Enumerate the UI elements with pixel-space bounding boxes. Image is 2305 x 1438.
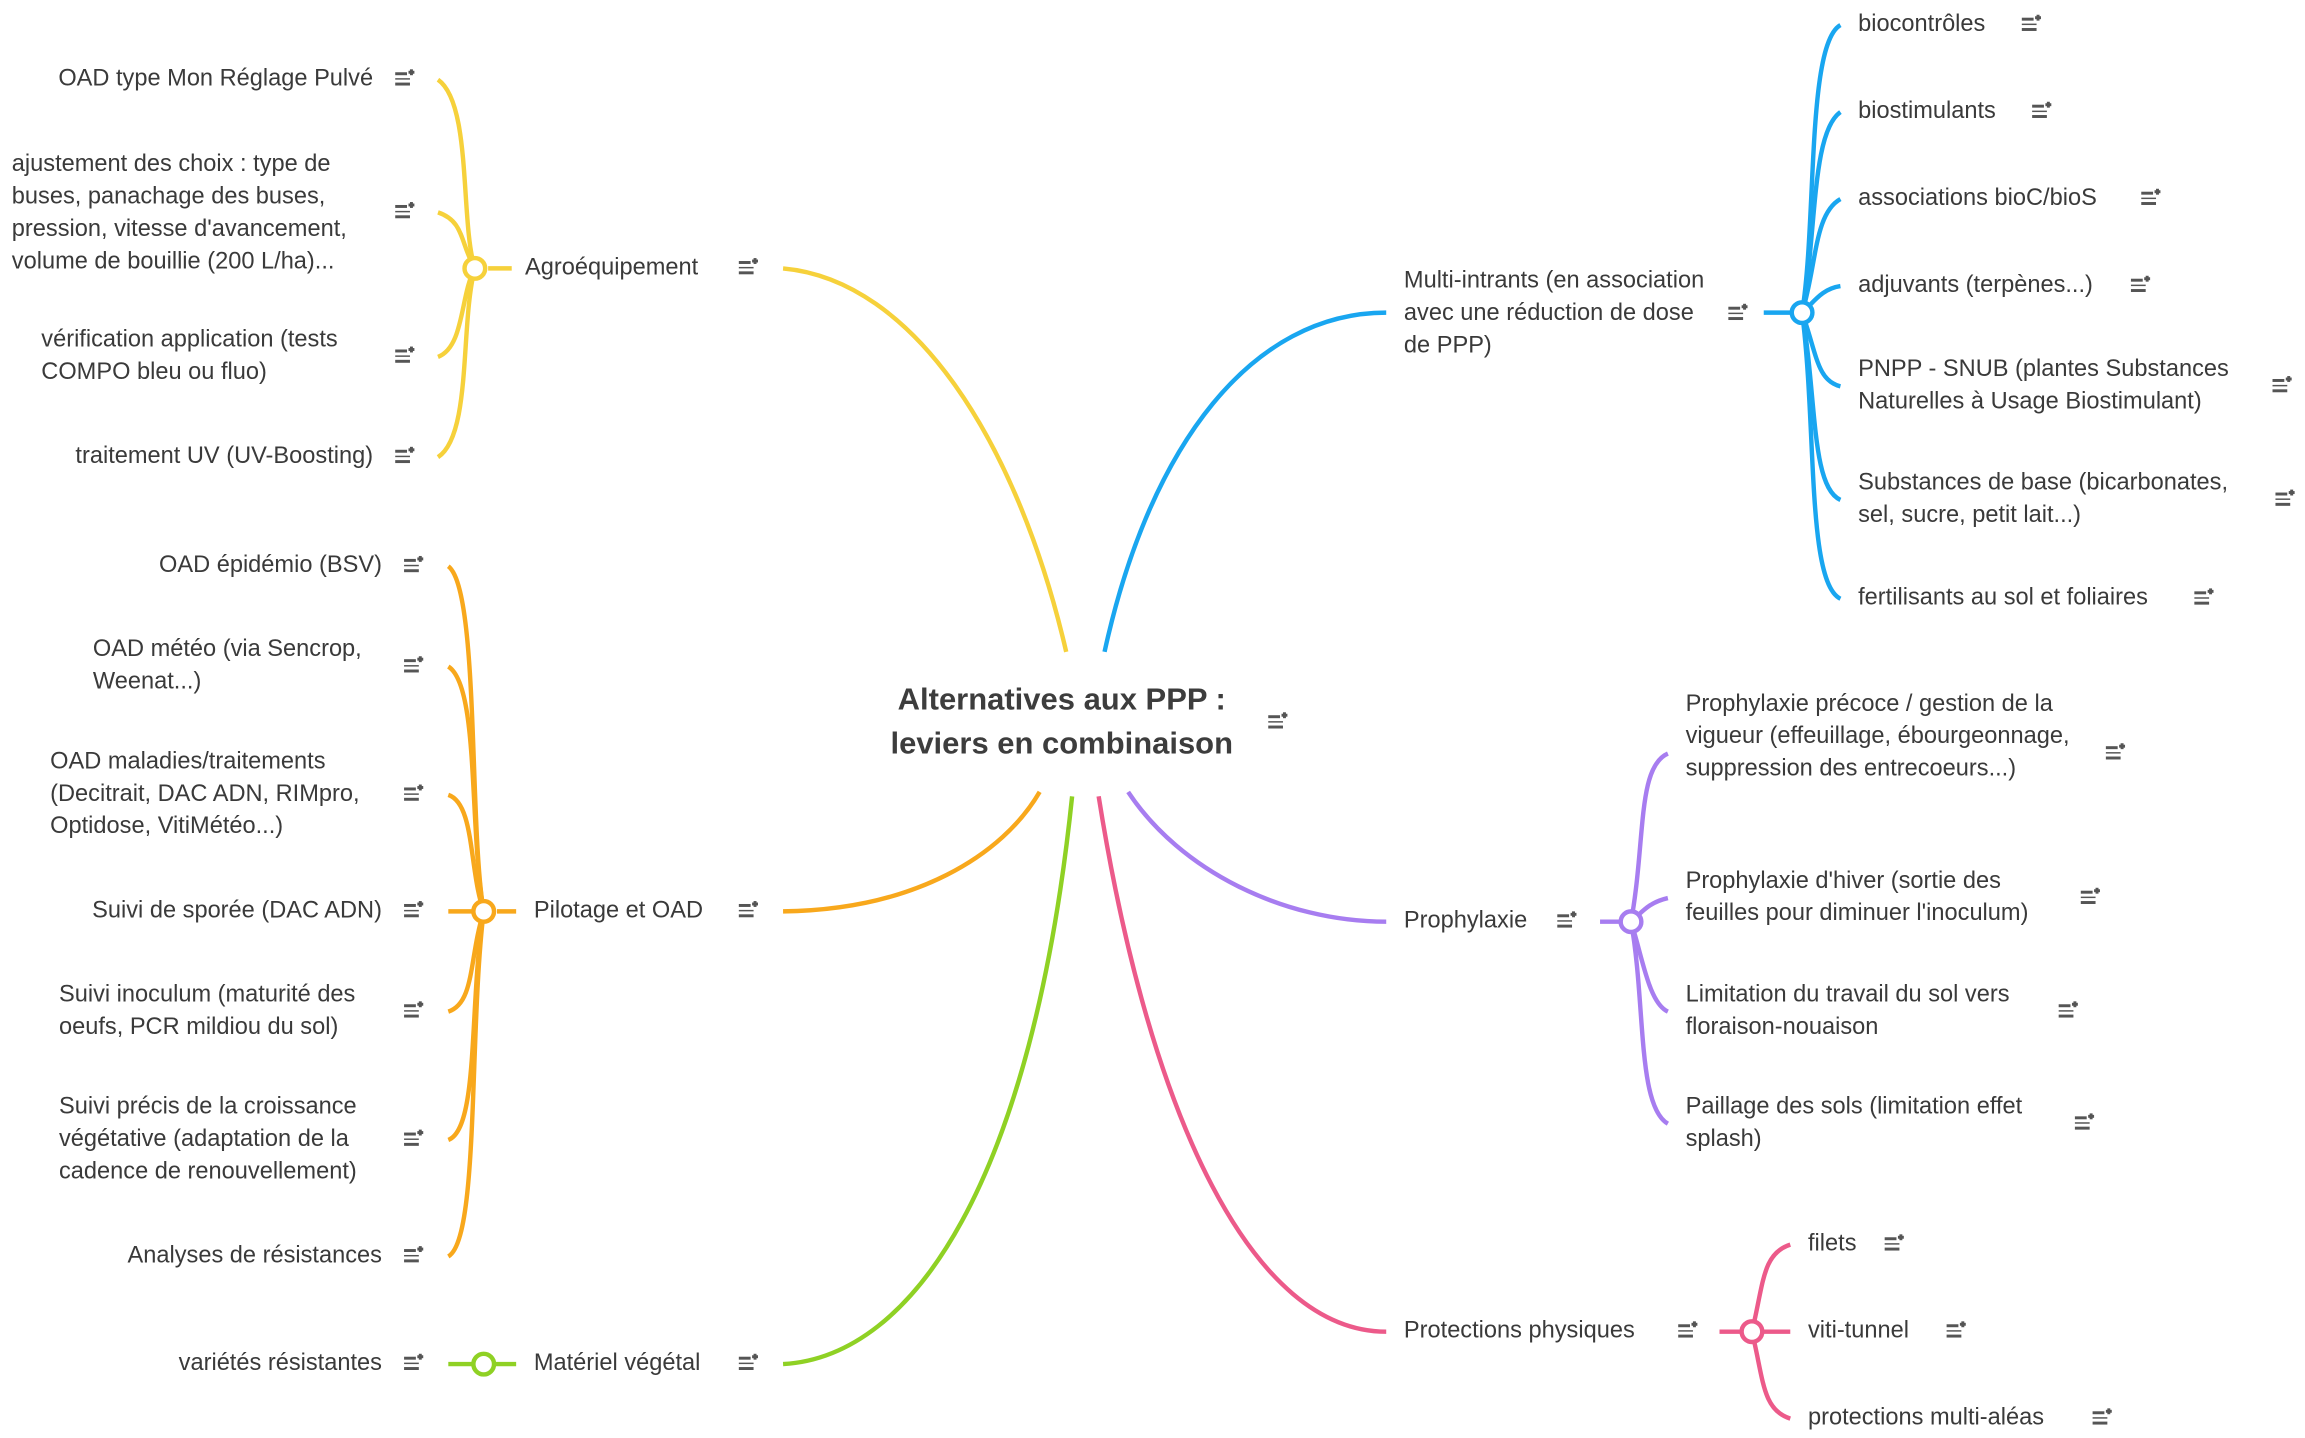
branch-multi[interactable]: Multi-intrants (en association avec une … [1403,268,1705,359]
topic-agro-4[interactable]: traitement UV (UV-Boosting) [75,443,374,469]
note-icon[interactable] [2058,1001,2078,1019]
topic-pilotage-2[interactable]: OAD météo (via Sencrop, Weenat...) [92,637,362,695]
topic-pilotage-7[interactable]: Analyses de résistances [127,1243,382,1269]
note-icon[interactable] [404,1001,424,1019]
note-icon[interactable] [2130,275,2151,293]
note-icon[interactable] [404,555,424,573]
note-icon[interactable] [2272,375,2292,394]
note-icon[interactable] [2021,14,2041,32]
branch-materiel[interactable]: Matériel végétal [533,1350,701,1376]
branch-prophylaxie[interactable]: Prophylaxie [1403,908,1528,934]
topic-pilotage-1[interactable]: OAD épidémio (BSV) [159,553,382,579]
connector-prophylaxie [1126,790,1387,924]
topic-pilotage-5[interactable]: Suivi inoculum (maturité des oeufs, PCR … [58,982,356,1040]
topic-pilotage-3[interactable]: OAD maladies/traitements (Decitrait, DAC… [50,749,360,840]
note-icon[interactable] [2141,188,2161,206]
branch-pilotage[interactable]: Pilotage et OAD [533,898,704,924]
connector-agroequipement [782,266,1069,653]
note-icon[interactable] [404,1129,424,1147]
note-icon[interactable] [2032,101,2052,119]
note-icon[interactable] [2194,588,2214,606]
note-icon[interactable] [404,900,424,919]
topic-protections-3[interactable]: protections multi-aléas [1807,1405,2045,1431]
topic-prophylaxie-2[interactable]: Prophylaxie d'hiver (sortie des feuilles… [1685,868,2029,927]
topic-protections-1[interactable]: filets [1807,1231,1857,1257]
note-icon[interactable] [404,784,424,802]
note-icon[interactable] [404,1353,424,1371]
note-icon[interactable] [2105,742,2126,761]
central-title-line2: leviers en combinaison [890,727,1234,761]
connector-pilotage [783,790,1042,914]
note-icon[interactable] [2080,887,2100,905]
topic-pilotage-6[interactable]: Suivi précis de la croissance végétative… [58,1094,357,1185]
note-icon[interactable] [1268,712,1288,730]
note-icon[interactable] [1678,1321,1698,1339]
topic-protections-2[interactable]: viti-tunnel [1807,1318,1909,1344]
note-icon[interactable] [1884,1234,1904,1252]
note-icon[interactable] [404,655,424,674]
topic-multi-6[interactable]: Substances de base (bicarbonates, sel, s… [1858,470,2229,528]
topic-materiel-1[interactable]: variétés résistantes [178,1350,382,1376]
branch-agroequipement[interactable]: Agroéquipement [524,255,699,281]
node-prophylaxie [1618,909,1644,935]
note-icon[interactable] [395,69,415,87]
topic-prophylaxie-4[interactable]: Paillage des sols (limitation effet spla… [1685,1094,2023,1152]
note-icon[interactable] [395,446,415,464]
node-materiel [471,1351,497,1377]
node-pilotage [471,898,497,924]
topic-agro-1[interactable]: OAD type Mon Réglage Pulvé [58,66,374,92]
node-multi [1789,300,1815,326]
topic-agro-3[interactable]: vérification application (tests COMPO bl… [41,327,338,385]
topic-agro-2[interactable]: ajustement des choix : type de buses, pa… [11,151,347,275]
topic-pilotage-4[interactable]: Suivi de sporée (DAC ADN) [92,898,382,924]
branch-protections[interactable]: Protections physiques [1403,1318,1635,1344]
note-icon[interactable] [395,346,415,364]
topic-multi-4[interactable]: adjuvants (terpènes...) [1858,272,2093,298]
topic-multi-1[interactable]: biocontrôles [1858,11,1986,37]
note-icon[interactable] [738,900,758,919]
tree-multi [1763,23,1842,601]
note-icon[interactable] [1946,1321,1966,1339]
connector-materiel [782,796,1075,1367]
central-topic[interactable]: Alternatives aux PPP : leviers en combin… [826,678,1298,766]
tree-prophylaxie [1600,751,1670,1126]
topic-multi-7[interactable]: fertilisants au sol et foliaires [1858,585,2148,611]
central-title-line1: Alternatives aux PPP : [897,682,1226,717]
tree-pilotage [446,564,517,1259]
topic-prophylaxie-3[interactable]: Limitation du travail du sol vers florai… [1685,982,2010,1040]
note-icon[interactable] [2074,1113,2095,1131]
note-icon[interactable] [1557,911,1577,929]
note-icon[interactable] [2092,1408,2112,1426]
connector-protections [1096,795,1387,1334]
note-icon[interactable] [738,257,758,276]
tree-protections [1719,1242,1792,1421]
note-icon[interactable] [2275,489,2295,507]
note-icon[interactable] [395,201,415,220]
topic-multi-3[interactable]: associations bioC/bioS [1858,185,2097,211]
note-icon[interactable] [404,1245,424,1264]
note-icon[interactable] [738,1353,758,1371]
node-agroequipement [462,255,488,281]
connector-multi [1102,310,1387,653]
node-protections [1739,1319,1765,1345]
note-icon[interactable] [1728,303,1748,321]
topic-prophylaxie-1[interactable]: Prophylaxie précoce / gestion de la vigu… [1685,691,2070,782]
topic-multi-2[interactable]: biostimulants [1858,98,1996,124]
topic-multi-5[interactable]: PNPP - SNUB (plantes Substances Naturell… [1858,356,2229,415]
